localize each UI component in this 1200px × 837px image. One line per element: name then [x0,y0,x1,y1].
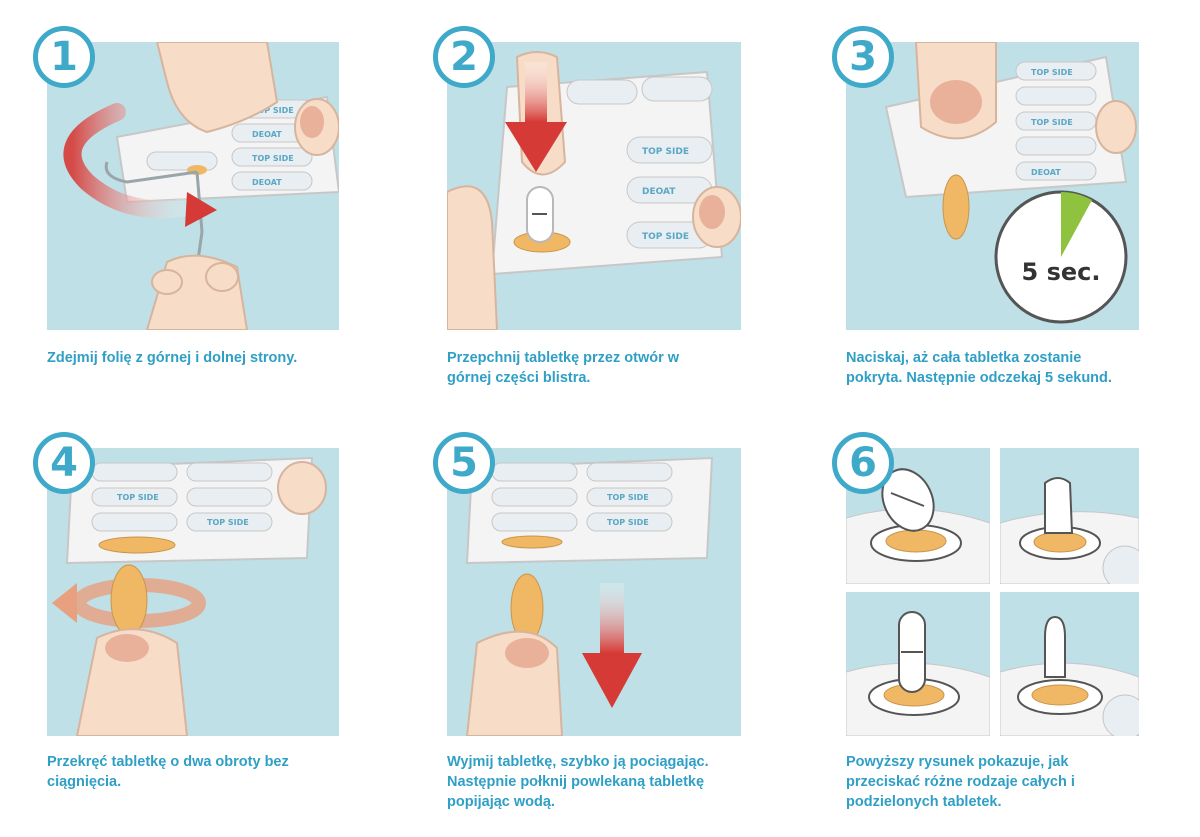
blister-label: TOP SIDE [607,518,649,527]
blister-label: DEOAT [1031,168,1061,177]
step-1-illustration: TOP SIDE DEOAT TOP SIDE DEOAT [47,42,339,330]
blister-label: TOP SIDE [642,232,689,242]
step-2-caption: Przepchnij tabletkę przez otwór w górnej… [447,350,680,386]
blister-label: TOP SIDE [1031,118,1073,127]
blister-label: TOP SIDE [607,493,649,502]
step-5-number-badge: 5 [433,432,495,494]
step-3-illustration: TOP SIDE TOP SIDE DEOAT 5 sec. [846,42,1139,330]
step-1-caption: Zdejmij folię z górnej i dolnej strony. [47,350,298,366]
step-5-illustration: TOP SIDE TOP SIDE [447,448,741,736]
blister-label: TOP SIDE [642,147,689,157]
step-1-number-badge: 1 [33,26,95,88]
blister-label: TOP SIDE [1031,68,1073,77]
step-3-number-badge: 3 [832,26,894,88]
blister-label: DEOAT [642,187,676,197]
step-5-caption: Wyjmij tabletkę, szybko ją pociągając. N… [447,754,709,810]
step-6-number-badge: 6 [832,432,894,494]
blister-label: TOP SIDE [252,154,294,163]
timer-label: 5 sec. [1022,258,1101,286]
blister-label: TOP SIDE [207,518,249,527]
step-6-whole-oblong-tablet [846,592,990,736]
step-6-split-oblong-tablet [1000,592,1139,736]
step-4-illustration: TOP SIDE TOP SIDE [47,448,339,736]
blister-label: DEOAT [252,178,282,187]
step-3-caption: Naciskaj, aż cała tabletka zostanie pokr… [846,350,1112,386]
step-6-split-round-tablet [1000,448,1139,584]
step-6-whole-round-tablet [846,448,990,584]
blister-label: DEOAT [252,130,282,139]
step-2-illustration: TOP SIDE DEOAT TOP SIDE [447,42,741,330]
blister-label: TOP SIDE [252,106,294,115]
step-2-number-badge: 2 [433,26,495,88]
step-4-caption: Przekręć tabletkę o dwa obroty bez ciągn… [47,754,289,790]
step-6-caption: Powyższy rysunek pokazuje, jak przeciska… [846,754,1075,810]
step-4-number-badge: 4 [33,432,95,494]
blister-label: TOP SIDE [117,493,159,502]
